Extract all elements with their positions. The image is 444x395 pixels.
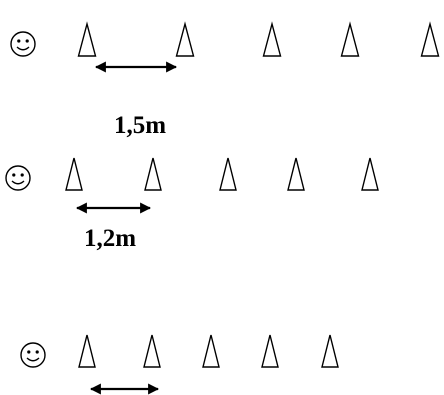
distance-label: 1,2m: [84, 225, 136, 252]
cone-triangle-icon: [77, 21, 97, 57]
cone-triangle-icon: [78, 334, 96, 368]
drill-row-3: [20, 334, 339, 395]
cone-triangle-icon: [144, 157, 162, 191]
cone-triangle-icon: [361, 157, 379, 191]
cone-triangle-icon: [65, 157, 83, 191]
drill-row-2: 1,2m: [5, 157, 379, 252]
cone-triangle-icon: [262, 21, 282, 57]
smiley-face-icon: [5, 165, 31, 191]
smiley-face-icon: [10, 31, 36, 57]
cone-triangle-icon: [321, 334, 339, 368]
cone-triangle-icon: [287, 157, 305, 191]
cone-triangle-icon: [261, 334, 279, 368]
cone-triangle-icon: [219, 157, 237, 191]
cone-triangle-icon: [202, 334, 220, 368]
distance-label: 1,5m: [114, 112, 166, 139]
cone-triangle-icon: [143, 334, 161, 368]
drill-row-1: 1,5m: [10, 21, 440, 139]
drill-rows: 1,5m 1,2m: [5, 21, 440, 395]
cone-triangle-icon: [340, 21, 360, 57]
smiley-face-icon: [20, 342, 46, 368]
cone-triangle-icon: [175, 21, 195, 57]
cone-triangle-icon: [420, 21, 440, 57]
